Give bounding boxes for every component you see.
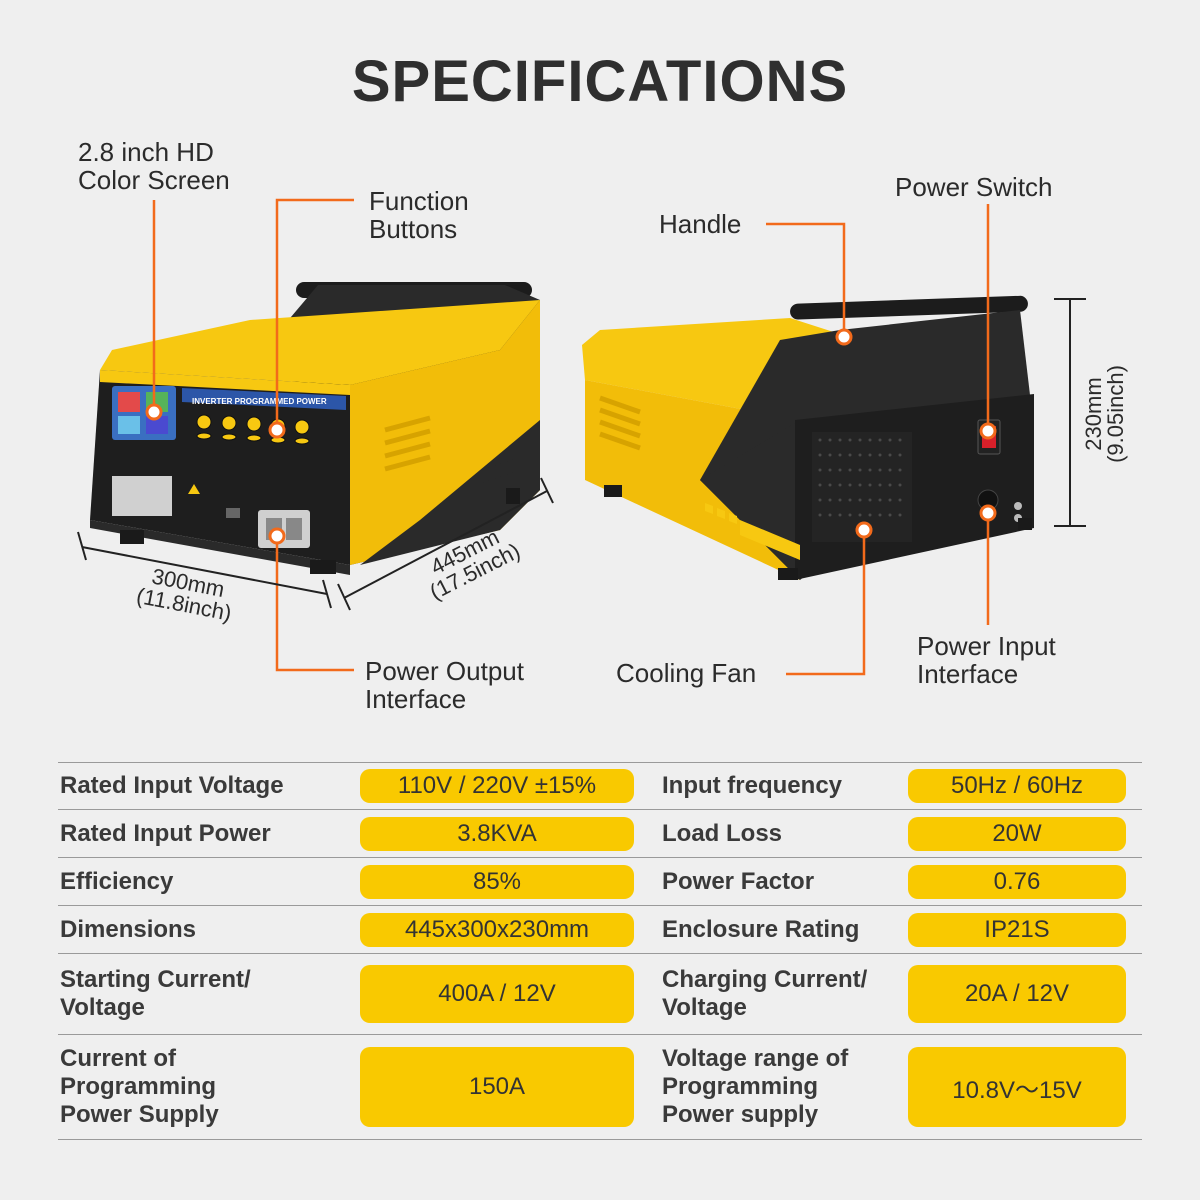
spec-value: 50Hz / 60Hz [908, 769, 1126, 803]
spec-label: Starting Current/ Voltage [60, 966, 251, 1021]
rear-handle-bar [790, 295, 1028, 320]
spec-value-cell: 110V / 220V ±15% [358, 763, 658, 809]
spec-value: 20A / 12V [908, 965, 1126, 1023]
spec-value-cell: 10.8V～15V [908, 1035, 1142, 1139]
panel-title: INVERTER PROGRAMMED POWER [192, 397, 327, 406]
callout-power-output: Power Output Interface [365, 656, 524, 714]
rear-side-vents [599, 395, 641, 451]
spec-value-cell: 85% [358, 858, 658, 905]
callout-function-buttons: Function Buttons [369, 186, 469, 244]
table-row: Efficiency 85% Power Factor 0.76 [58, 858, 1142, 906]
dimension-height-label: 230mm (9.05inch) [1081, 365, 1128, 463]
spec-value-cell: 20A / 12V [908, 954, 1142, 1034]
spec-value: 20W [908, 816, 1126, 851]
spec-label: Rated Input Power [60, 819, 271, 847]
spec-value: 10.8V～15V [908, 1047, 1126, 1127]
callout-power-input: Power Input Interface [917, 631, 1056, 689]
front-device: INVERTER PROGRAMMED POWER [90, 282, 540, 575]
spec-value-cell: 0.76 [908, 858, 1142, 905]
spec-table: Rated Input Voltage 110V / 220V ±15% Inp… [58, 762, 1142, 1140]
spec-value-cell: 20W [908, 810, 1142, 857]
callout-handle: Handle [659, 209, 742, 239]
spec-value: 150A [360, 1047, 634, 1127]
table-row: Rated Input Voltage 110V / 220V ±15% Inp… [58, 763, 1142, 810]
spec-value-cell: 445x300x230mm [358, 906, 658, 953]
front-side-vents [384, 415, 431, 472]
spec-value: 400A / 12V [360, 965, 634, 1023]
dimension-lines [77, 298, 1086, 611]
callout-screen: 2.8 inch HD Color Screen [78, 137, 230, 195]
spec-label: Enclosure Rating [662, 915, 860, 943]
spec-value: IP21S [908, 912, 1126, 947]
spec-value: 110V / 220V ±15% [360, 769, 634, 803]
power-output-connector [258, 510, 310, 548]
spec-value-cell: 150A [358, 1035, 658, 1139]
spec-value: 445x300x230mm [360, 912, 634, 947]
spec-value-cell: 50Hz / 60Hz [908, 763, 1142, 809]
spec-value: 0.76 [908, 864, 1126, 899]
table-row: Current of Programming Power Supply 150A… [58, 1035, 1142, 1140]
spec-value-cell: 400A / 12V [358, 954, 658, 1034]
table-row: Rated Input Power 3.8KVA Load Loss 20W [58, 810, 1142, 858]
spec-value-cell: 3.8KVA [358, 810, 658, 857]
rear-device [582, 295, 1034, 580]
leader-lines [152, 198, 990, 676]
callout-markers [145, 328, 997, 545]
spec-label: Dimensions [60, 915, 197, 943]
spec-value: 85% [360, 864, 634, 899]
spec-label: Power Factor [662, 867, 815, 895]
device-illustration: INVERTER PROGRAMMED POWER [77, 198, 1086, 676]
table-row: Dimensions 445x300x230mm Enclosure Ratin… [58, 906, 1142, 954]
table-row: Starting Current/ Voltage 400A / 12V Cha… [58, 954, 1142, 1035]
callout-power-switch: Power Switch [895, 172, 1053, 202]
spec-label: Input frequency [662, 772, 843, 799]
spec-value-cell: IP21S [908, 906, 1142, 953]
spec-label: Voltage range of Programming Power suppl… [662, 1045, 849, 1128]
spec-label: Rated Input Voltage [60, 772, 284, 799]
callout-cooling-fan: Cooling Fan [616, 658, 757, 688]
spec-value: 3.8KVA [360, 816, 634, 851]
spec-label: Charging Current/ Voltage [662, 966, 868, 1021]
page-title: SPECIFICATIONS [351, 49, 849, 114]
spec-label: Efficiency [60, 867, 174, 895]
spec-label: Current of Programming Power Supply [60, 1045, 219, 1128]
spec-label: Load Loss [662, 819, 783, 847]
